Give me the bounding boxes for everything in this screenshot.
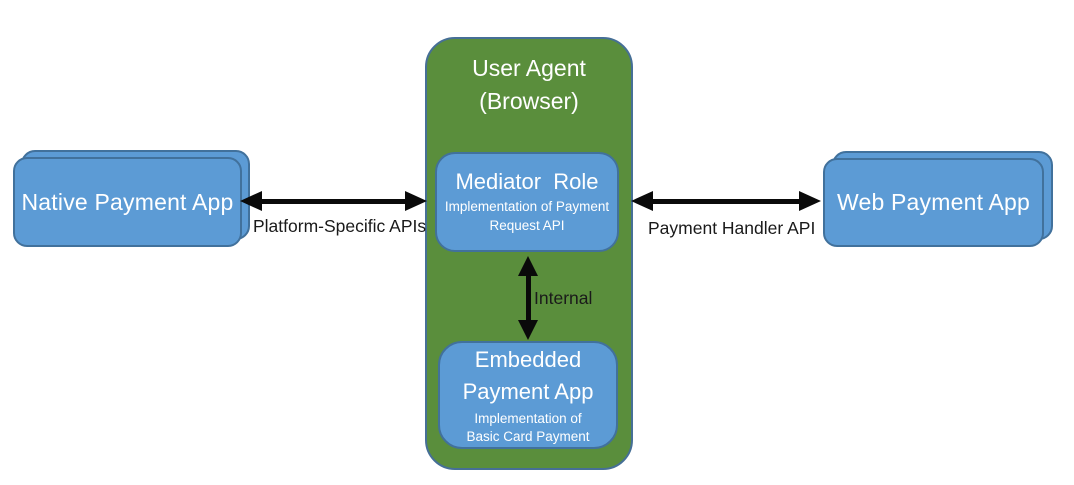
arrowhead-left-icon (240, 191, 262, 211)
arrowhead-left-icon (631, 191, 653, 211)
payment-handler-api-label: Payment Handler API (648, 218, 816, 238)
embedded-title-line1: Embedded (474, 346, 582, 372)
arrow-mediator-to-web (631, 191, 821, 211)
mediator-role-subtitle: Implementation of Payment Request API (444, 199, 610, 233)
web-payment-app-node: Web Payment App (823, 158, 1044, 247)
native-payment-app-node: Native Payment App (13, 157, 242, 247)
arrowhead-down-icon (518, 320, 538, 340)
arrowhead-up-icon (518, 256, 538, 276)
mediator-role-title: Mediator Role (455, 169, 599, 195)
embedded-payment-app-node: Embedded Payment App Implementation of B… (438, 341, 618, 449)
web-payment-app-label: Web Payment App (836, 189, 1031, 215)
user-agent-title: User Agent (Browser) (425, 52, 633, 119)
arrowhead-right-icon (799, 191, 821, 211)
arrowhead-right-icon (405, 191, 427, 211)
platform-specific-apis-label: Platform-Specific APIs (253, 216, 427, 236)
embedded-title-line2: Payment App (462, 378, 594, 404)
embedded-payment-app-title: Embedded Payment App (463, 344, 594, 408)
embedded-subtitle-line2: Basic Card Payment (466, 428, 590, 444)
mediator-role-node: Mediator Role Implementation of Payment … (435, 152, 619, 252)
embedded-payment-app-subtitle: Implementation of Basic Card Payment (466, 410, 589, 446)
arrow-native-to-mediator (240, 191, 427, 211)
arrow-shaft (262, 198, 405, 204)
user-agent-title-line1: User Agent (472, 55, 586, 81)
arrow-shaft (525, 276, 531, 320)
arrow-shaft (653, 198, 799, 204)
internal-label: Internal (534, 288, 593, 308)
user-agent-title-line2: (Browser) (479, 88, 579, 115)
arrow-mediator-to-embedded (518, 256, 538, 340)
embedded-subtitle-line1: Implementation of (474, 410, 582, 426)
native-payment-app-label: Native Payment App (21, 188, 234, 215)
